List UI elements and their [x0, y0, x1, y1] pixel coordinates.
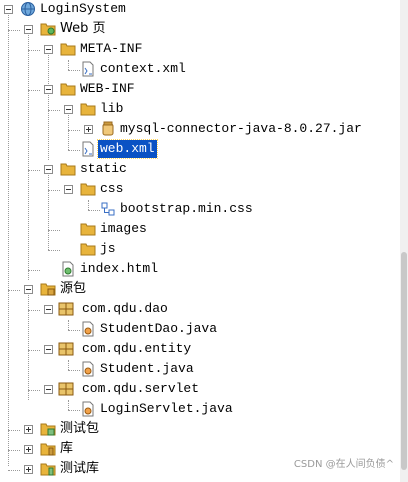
- tree-row-lib[interactable]: lib: [0, 100, 400, 120]
- tree-row-images[interactable]: images: [0, 220, 400, 240]
- js-label: js: [100, 241, 116, 256]
- tree-row-pkg-servlet[interactable]: com.qdu.servlet: [0, 380, 400, 400]
- libraries-label: 库: [60, 441, 74, 456]
- tree-row-project[interactable]: LoginSystem: [0, 0, 400, 20]
- mysql-jar-label: mysql-connector-java-8.0.27.jar: [120, 121, 362, 136]
- folder-icon: [60, 163, 76, 176]
- student-label: Student.java: [100, 361, 194, 376]
- tree-row-mysql-jar[interactable]: mysql-connector-java-8.0.27.jar: [0, 120, 400, 140]
- tree-row-static[interactable]: static: [0, 160, 400, 180]
- collapse-toggle[interactable]: [44, 45, 53, 54]
- bootstrap-css-label: bootstrap.min.css: [120, 201, 253, 216]
- images-label: images: [100, 221, 147, 236]
- test-library-folder-icon: [40, 463, 56, 476]
- tree-row-web-pages[interactable]: Web 页: [0, 20, 400, 40]
- folder-icon: [80, 223, 96, 236]
- source-packages-label: 源包: [60, 281, 87, 296]
- collapse-toggle[interactable]: [44, 85, 53, 94]
- tree-row-index-html[interactable]: index.html: [0, 260, 400, 280]
- collapse-toggle[interactable]: [4, 5, 13, 14]
- tree-row-bootstrap-css[interactable]: bootstrap.min.css: [0, 200, 400, 220]
- scrollbar-thumb[interactable]: [401, 252, 407, 470]
- tree-row-web-inf[interactable]: WEB-INF: [0, 80, 400, 100]
- java-file-icon: [82, 401, 94, 417]
- tree-row-css[interactable]: css: [0, 180, 400, 200]
- tree-guide: [8, 10, 9, 466]
- expand-toggle[interactable]: [84, 125, 93, 134]
- expand-toggle[interactable]: [24, 425, 33, 434]
- globe-project-icon: [21, 2, 35, 16]
- web-folder-icon: [40, 23, 56, 36]
- folder-icon: [60, 43, 76, 56]
- collapse-toggle[interactable]: [64, 105, 73, 114]
- tree-guide: [28, 290, 29, 400]
- web-xml-label: web.xml: [97, 139, 158, 159]
- java-file-icon: [82, 321, 94, 337]
- collapse-toggle[interactable]: [44, 345, 53, 354]
- vertical-scrollbar[interactable]: [400, 0, 408, 482]
- xml-file-icon: [82, 61, 94, 77]
- expand-toggle[interactable]: [24, 465, 33, 474]
- pkg-servlet-label: com.qdu.servlet: [82, 381, 200, 396]
- tree-row-pkg-dao[interactable]: com.qdu.dao: [0, 300, 400, 320]
- tree-row-test-libraries[interactable]: 测试库: [0, 460, 400, 480]
- jar-icon: [102, 121, 114, 136]
- tree-row-meta-inf[interactable]: META-INF: [0, 40, 400, 60]
- tree-guide: [48, 50, 49, 160]
- web-pages-label: Web 页: [60, 21, 106, 36]
- lib-label: lib: [100, 101, 124, 116]
- css-label: css: [100, 181, 124, 196]
- collapse-toggle[interactable]: [44, 385, 53, 394]
- tree-row-js[interactable]: js: [0, 240, 400, 260]
- project-label: LoginSystem: [40, 1, 126, 16]
- student-dao-label: StudentDao.java: [100, 321, 218, 336]
- folder-icon: [80, 243, 96, 256]
- html-file-icon: [62, 261, 74, 277]
- tree-row-student[interactable]: Student.java: [0, 360, 400, 380]
- tree-row-context-xml[interactable]: context.xml: [0, 60, 400, 80]
- css-file-icon: [101, 202, 115, 216]
- package-icon: [58, 302, 74, 316]
- package-icon: [58, 342, 74, 356]
- tree-row-libraries[interactable]: 库: [0, 440, 400, 460]
- tree-row-pkg-entity[interactable]: com.qdu.entity: [0, 340, 400, 360]
- xml-file-icon: [82, 141, 94, 157]
- folder-icon: [60, 83, 76, 96]
- java-file-icon: [82, 361, 94, 377]
- test-folder-icon: [40, 423, 56, 436]
- collapse-toggle[interactable]: [64, 185, 73, 194]
- context-xml-label: context.xml: [100, 61, 186, 76]
- collapse-toggle[interactable]: [44, 165, 53, 174]
- collapse-toggle[interactable]: [24, 285, 33, 294]
- static-label: static: [80, 161, 127, 176]
- folder-icon: [80, 183, 96, 196]
- test-libraries-label: 测试库: [60, 461, 100, 476]
- index-html-label: index.html: [80, 261, 159, 276]
- watermark: CSDN @在人间负债^: [293, 459, 394, 470]
- tree-row-test-packages[interactable]: 测试包: [0, 420, 400, 440]
- expand-toggle[interactable]: [24, 445, 33, 454]
- tree-guide: [28, 30, 29, 280]
- tree-row-web-xml[interactable]: web.xml: [0, 139, 400, 160]
- test-packages-label: 测试包: [60, 421, 100, 436]
- web-inf-label: WEB-INF: [80, 81, 135, 96]
- tree-row-source-packages[interactable]: 源包: [0, 280, 400, 300]
- folder-icon: [80, 103, 96, 116]
- pkg-entity-label: com.qdu.entity: [82, 341, 192, 356]
- collapse-toggle[interactable]: [44, 305, 53, 314]
- collapse-toggle[interactable]: [24, 25, 33, 34]
- source-folder-icon: [40, 283, 56, 296]
- tree-row-student-dao[interactable]: StudentDao.java: [0, 320, 400, 340]
- login-servlet-label: LoginServlet.java: [100, 401, 233, 416]
- tree-guide: [48, 170, 49, 250]
- package-icon: [58, 382, 74, 396]
- library-folder-icon: [40, 443, 56, 456]
- pkg-dao-label: com.qdu.dao: [82, 301, 168, 316]
- meta-inf-label: META-INF: [80, 41, 143, 56]
- tree-row-login-servlet[interactable]: LoginServlet.java: [0, 400, 400, 420]
